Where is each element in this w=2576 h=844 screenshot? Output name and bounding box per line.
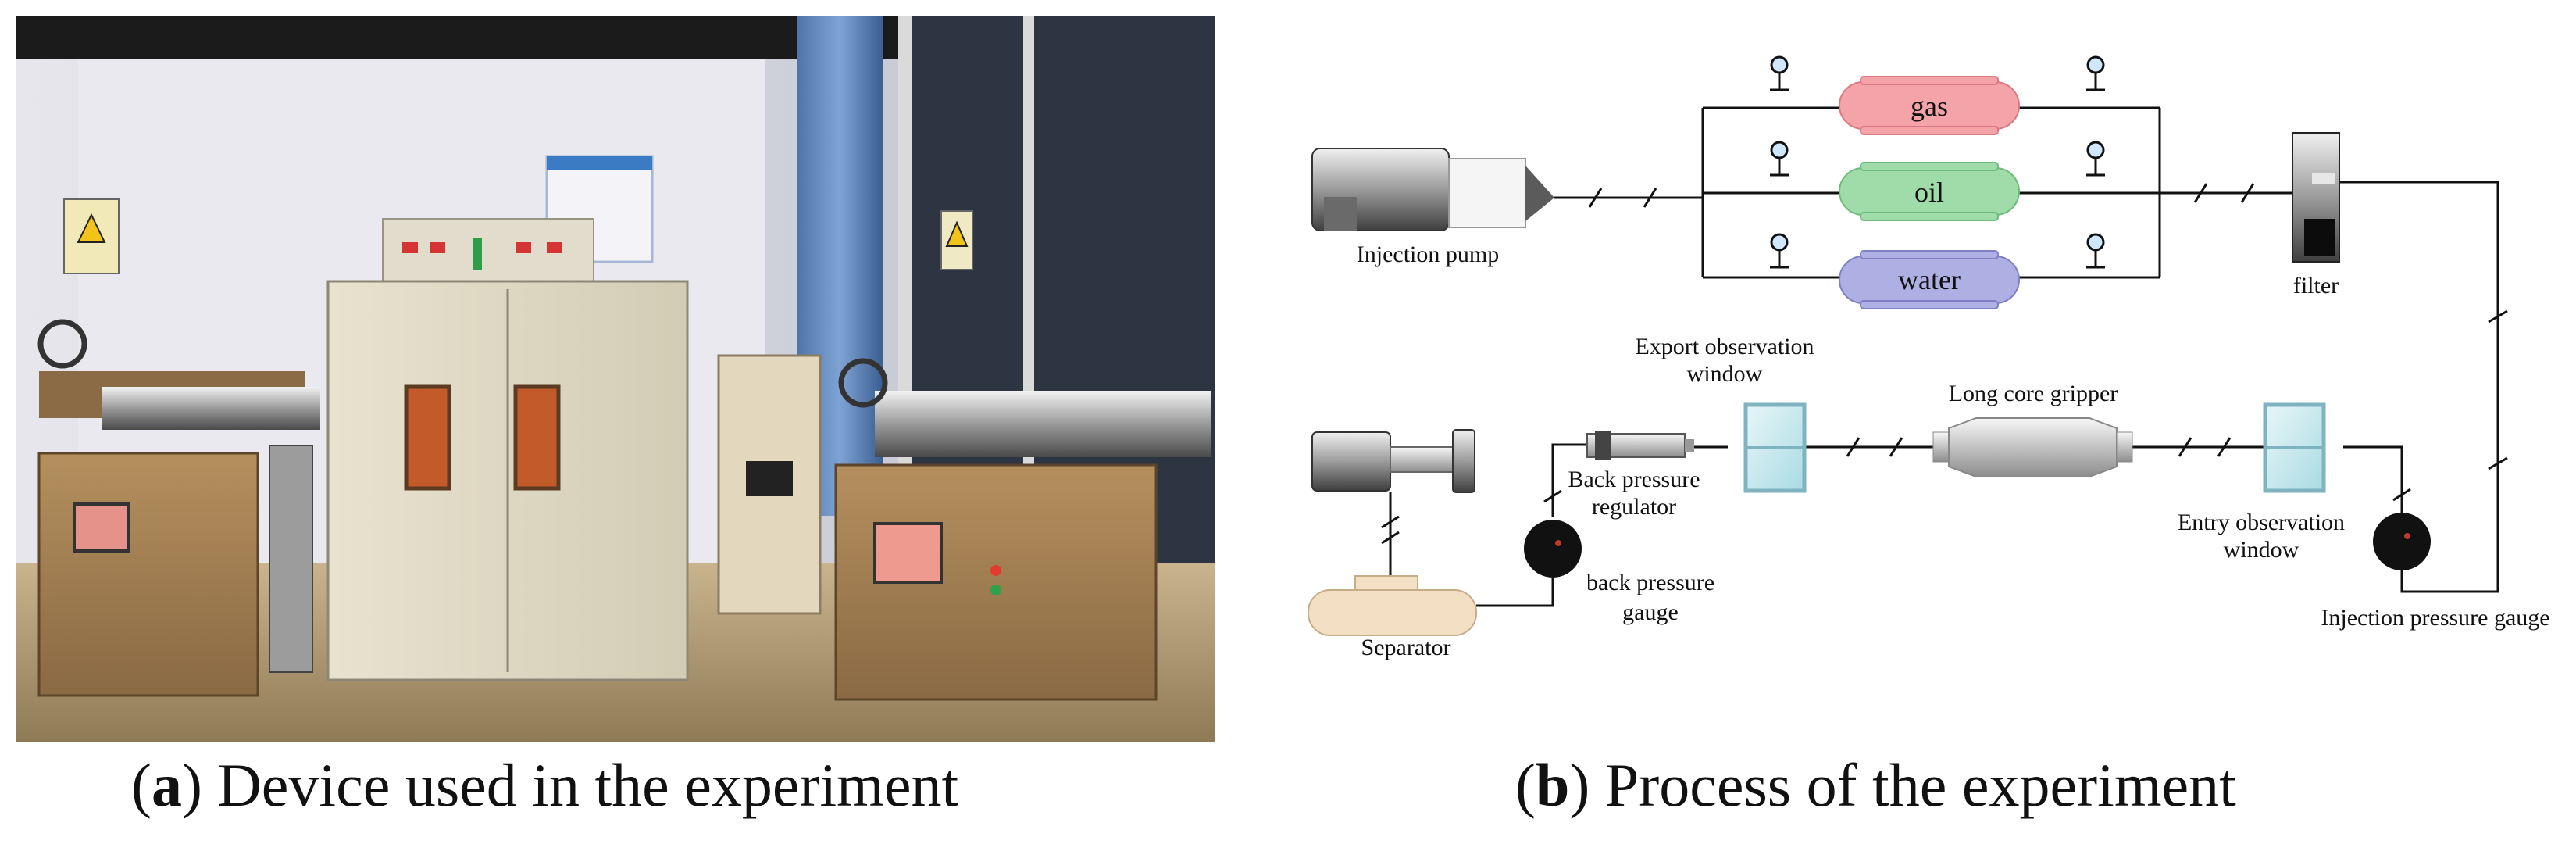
entry-window-label-line2: window xyxy=(2224,537,2299,563)
caption-paren: ( xyxy=(131,751,152,819)
control-panel xyxy=(382,218,594,290)
long-core-gripper xyxy=(1932,417,2133,477)
indicator xyxy=(430,242,445,253)
valve-icons xyxy=(1770,55,2105,269)
filter-label: filter xyxy=(2293,273,2339,299)
entry-observation-window xyxy=(2263,402,2326,493)
pipelines xyxy=(1389,106,2499,607)
back-pressure-regulator xyxy=(1586,431,1694,460)
indicator-light xyxy=(990,585,1001,595)
left-cabinet-screen xyxy=(73,502,130,553)
right-cabinet-screen xyxy=(873,522,943,584)
gas-label: gas xyxy=(1911,91,1948,122)
handwheel xyxy=(37,319,87,369)
caption-b: (b) Process of the experiment xyxy=(1515,746,2236,824)
filter xyxy=(2292,132,2340,263)
gas-cylinder xyxy=(269,445,313,673)
valve-icon xyxy=(1770,141,1789,177)
valve-icon xyxy=(1770,55,1789,91)
export-observation-window xyxy=(1743,402,1807,493)
valve-icon xyxy=(2086,233,2105,269)
oven-window xyxy=(513,384,561,491)
notice-poster-header xyxy=(547,156,652,170)
valve-icon xyxy=(1770,233,1789,269)
back-gauge-label-line1: back pressure xyxy=(1586,570,1714,595)
warning-triangle-icon-2 xyxy=(945,220,969,247)
left-cabinet xyxy=(37,452,259,697)
device-photo xyxy=(16,16,1215,742)
indicator xyxy=(473,238,482,270)
separator-label: Separator xyxy=(1361,635,1451,660)
caption-letter: b xyxy=(1535,751,1570,819)
injection-pressure-gauge xyxy=(2373,513,2431,570)
indicator xyxy=(402,242,418,253)
back-pressure-gauge xyxy=(1524,520,1582,578)
caption-letter: a xyxy=(151,751,182,819)
entry-window-label-line1: Entry observation xyxy=(2178,510,2345,535)
injection-gauge-label: Injection pressure gauge xyxy=(2321,605,2549,631)
gas-container xyxy=(1839,76,2020,135)
caption-paren: ) xyxy=(181,751,202,819)
handwheel xyxy=(838,358,888,408)
injection-pump xyxy=(1311,148,1554,231)
indicator-light xyxy=(990,565,1001,576)
right-core-holder xyxy=(875,391,1211,457)
valve-icon xyxy=(2086,55,2105,91)
export-window-label-line1: Export observation xyxy=(1635,334,1814,359)
oil-label: oil xyxy=(1914,177,1944,208)
line-break-marks xyxy=(1381,183,2508,545)
valve-icon xyxy=(2086,141,2105,177)
long-core-label: Long core gripper xyxy=(1949,381,2118,406)
indicator xyxy=(547,242,562,253)
caption-paren: ) xyxy=(1569,751,1590,819)
gas-meter-assembly xyxy=(1311,429,1475,493)
back-regulator-label-line1: Back pressure xyxy=(1568,467,1700,492)
back-gauge-label-line2: gauge xyxy=(1622,599,1679,625)
separator xyxy=(1308,575,1477,636)
caption-paren: ( xyxy=(1515,751,1536,819)
left-core-holder xyxy=(102,387,320,430)
side-console-screen xyxy=(746,461,793,496)
warning-triangle-icon xyxy=(77,213,106,243)
caption-text: Process of the experiment xyxy=(1589,751,2236,819)
oven-window xyxy=(404,384,451,491)
export-window-label-line2: window xyxy=(1687,361,1763,387)
back-regulator-label-line2: regulator xyxy=(1592,494,1676,520)
indicator xyxy=(516,242,531,253)
water-container xyxy=(1839,250,2020,309)
caption-a: (a) Device used in the experiment xyxy=(131,746,958,824)
water-label: water xyxy=(1898,264,1961,295)
oil-container xyxy=(1839,162,2020,221)
process-diagram: Injection pump gas oil water filter xyxy=(1308,55,2550,660)
injection-pump-label: Injection pump xyxy=(1357,241,1499,267)
notice-poster xyxy=(545,155,654,263)
caption-text: Device used in the experiment xyxy=(202,751,959,819)
